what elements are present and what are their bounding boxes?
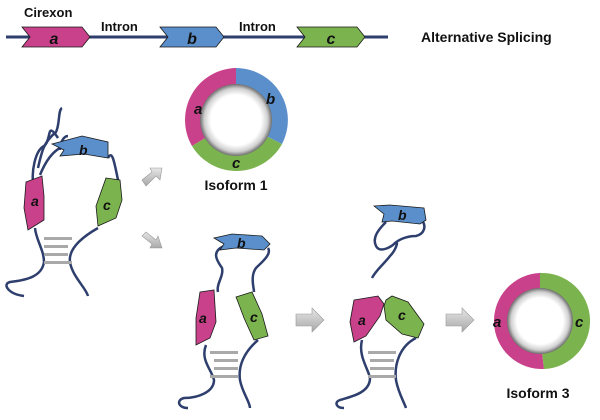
process-arrow-icon [141, 231, 163, 249]
exon-a-segment [349, 295, 385, 343]
excised-exon-b: b [370, 204, 427, 279]
exon-a-segment [195, 289, 217, 346]
exon-c-segment-label: c [103, 197, 111, 213]
exon-a-block [21, 26, 91, 48]
exon-c-segment-label: c [398, 307, 406, 323]
ring-label-c: c [232, 155, 241, 172]
pairing-bar [210, 375, 238, 378]
exon-c-block [296, 26, 366, 48]
ring-segment-c [540, 272, 591, 369]
exon-c-segment [383, 295, 425, 339]
strand-segment [36, 106, 63, 169]
pairing-bar [368, 375, 396, 378]
base-pairing [44, 237, 72, 264]
ring-label-c: c [575, 314, 584, 331]
exon-a-label: a [50, 31, 59, 48]
exon-b-segment-label: b [398, 207, 407, 223]
pairing-bar [370, 367, 394, 370]
isoform-1-ring: a b c [185, 68, 288, 172]
pairing-bar [214, 359, 238, 362]
joined-structure: a c [335, 295, 425, 410]
process-arrow-icon [295, 307, 325, 333]
pairing-bar [44, 245, 68, 248]
exon-c-segment [95, 177, 123, 227]
pairing-bar [370, 359, 394, 362]
cirexon-label: Cirexon [24, 5, 72, 20]
linear-gene: a b c Cirexon Intron Intron [6, 5, 388, 48]
strand-segment [68, 226, 99, 297]
ring-hole [200, 84, 272, 156]
exon-c-segment-label: c [250, 309, 258, 325]
exon-b-segment [212, 233, 271, 251]
exon-b-segment [50, 135, 109, 159]
pairing-bar [214, 367, 238, 370]
exon-c-label: c [327, 31, 336, 48]
pre-mrna-structure: a b c [5, 106, 123, 298]
intermediate-structure: b a c [177, 233, 271, 410]
pairing-bar [44, 253, 68, 256]
exon-a-segment-label: a [199, 310, 207, 326]
ring-label-a: a [194, 101, 202, 118]
isoform-1-label: Isoform 1 [204, 177, 267, 193]
exon-b-segment-label: b [79, 142, 88, 158]
ring-segment-a [493, 273, 544, 370]
exon-a-segment [23, 175, 45, 231]
ring-hole [507, 288, 573, 354]
ring-label-a: a [493, 314, 501, 331]
process-arrow-icon [141, 167, 163, 187]
intron-label-1: Intron [101, 19, 138, 34]
pairing-bar [44, 237, 72, 240]
isoform-3-ring: a c [493, 272, 591, 370]
strand-segment [5, 227, 46, 298]
pairing-bar [210, 351, 238, 354]
strand-segment [106, 154, 120, 181]
exon-a-segment-label: a [358, 312, 366, 328]
intron-label-2: Intron [239, 19, 276, 34]
pairing-bar [44, 261, 72, 264]
exon-b-segment-label: b [237, 235, 246, 251]
exon-a-segment-label: a [31, 193, 39, 209]
diagram-title: Alternative Splicing [421, 29, 552, 45]
ring-label-b: b [266, 91, 275, 108]
isoform-3-label: Isoform 3 [506, 385, 569, 401]
process-arrow-icon [445, 307, 475, 333]
pairing-bar [368, 351, 396, 354]
exon-b-segment [372, 204, 427, 225]
exon-c-segment [235, 291, 269, 341]
exon-b-label: b [187, 31, 197, 48]
exon-b-block [159, 26, 225, 48]
